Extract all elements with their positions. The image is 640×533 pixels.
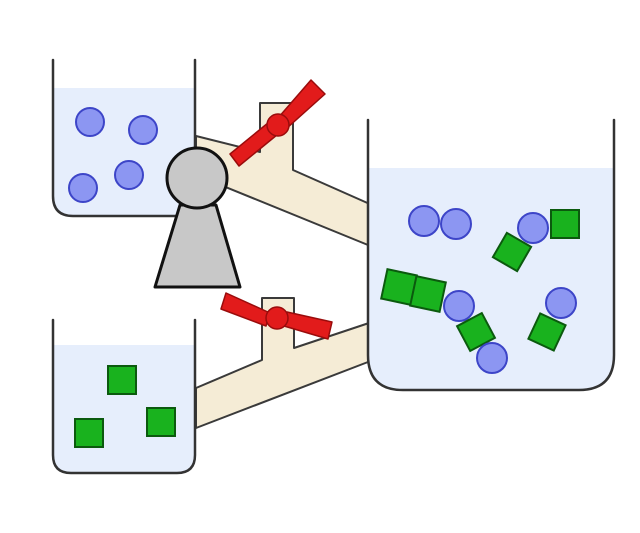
square-particle [491,231,533,273]
right-beaker [366,118,616,392]
square-particle [107,365,137,395]
circle-particle [408,205,440,237]
square-particle [527,312,567,352]
person-head [165,146,229,210]
top-left-particles [68,107,158,203]
circle-particle [476,342,508,374]
bottom-pipe [195,297,373,429]
circle-particle [128,115,158,145]
bottom-left-beaker-outline [51,318,197,475]
circle-particle [68,173,98,203]
top-valve[interactable] [229,79,326,167]
square-particle [409,275,447,313]
bottom-pipe-body [195,297,373,429]
circle-particle [75,107,105,137]
person-body [153,203,242,289]
square-particle [550,209,580,239]
circle-particle [443,290,475,322]
circle-particle [114,160,144,190]
top-left-beaker [51,58,197,218]
valve-hub [265,306,289,330]
square-particle [74,418,104,448]
bottom-valve[interactable] [220,292,333,340]
bottom-left-particles [74,365,176,448]
bottom-left-beaker [51,318,197,475]
right-beaker-outline [366,118,616,392]
person-icon [153,146,242,289]
circle-particle [440,208,472,240]
circle-particle [517,212,549,244]
circle-particle [545,287,577,319]
square-particle [146,407,176,437]
right-particles [380,205,580,374]
square-particle [455,311,497,353]
valve-hub [266,113,290,137]
